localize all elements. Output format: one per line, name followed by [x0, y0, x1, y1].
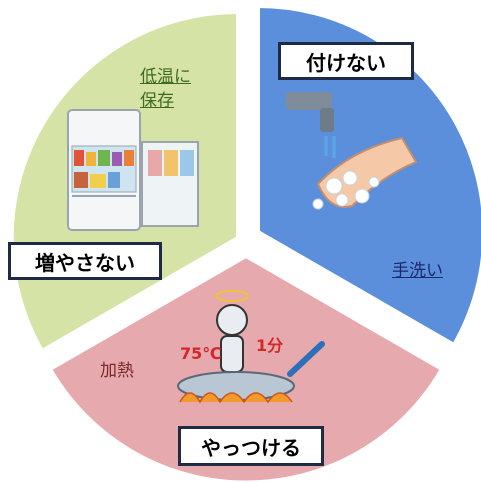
caption-heat: 加熱 — [100, 361, 134, 381]
washing-hands-icon — [312, 136, 418, 210]
refrigerator-icon — [67, 109, 199, 231]
time-label: 1分 — [256, 336, 284, 355]
faucet-icon — [286, 92, 336, 158]
caption-keep-cold-line1: 低温に — [140, 67, 191, 87]
frying-pan-icon — [177, 341, 325, 404]
label-box-keep-cold: 増やさない — [8, 242, 162, 280]
caption-keep-cold-line2: 保存 — [140, 91, 174, 111]
caption-hand-wash: 手洗い — [392, 261, 443, 281]
label-box-hand-wash: 付けない — [278, 42, 414, 80]
label-box-heat: やっつける — [178, 426, 324, 466]
temperature-label: 75℃ — [180, 344, 222, 363]
segment-heat — [47, 253, 445, 483]
